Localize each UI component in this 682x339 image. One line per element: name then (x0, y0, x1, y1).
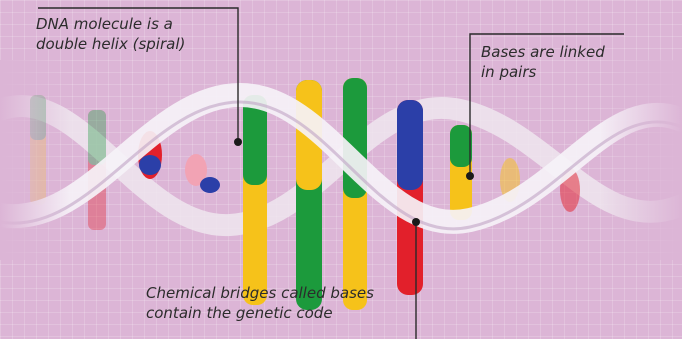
callout-double-helix-line2: double helix (spiral) (36, 35, 185, 53)
callout-base-pairs-line1: Bases are linked (481, 43, 605, 61)
callout-base-pairs: Bases are linked in pairs (481, 42, 605, 82)
callout-chemical-bases-line1: Chemical bridges called bases (146, 284, 374, 302)
bases-pointer-dot (412, 218, 420, 226)
base-pair (243, 95, 267, 305)
callout-base-pairs-line2: in pairs (481, 63, 536, 81)
callout-chemical-bases: Chemical bridges called bases contain th… (146, 283, 374, 323)
pairs-pointer-dot (466, 172, 474, 180)
callout-double-helix: DNA molecule is a double helix (spiral) (36, 14, 185, 54)
base-pair (343, 78, 367, 310)
base-pair (185, 154, 220, 193)
callout-double-helix-line1: DNA molecule is a (36, 15, 173, 33)
callout-chemical-bases-line2: contain the genetic code (146, 304, 333, 322)
helix-pointer-dot (234, 138, 242, 146)
